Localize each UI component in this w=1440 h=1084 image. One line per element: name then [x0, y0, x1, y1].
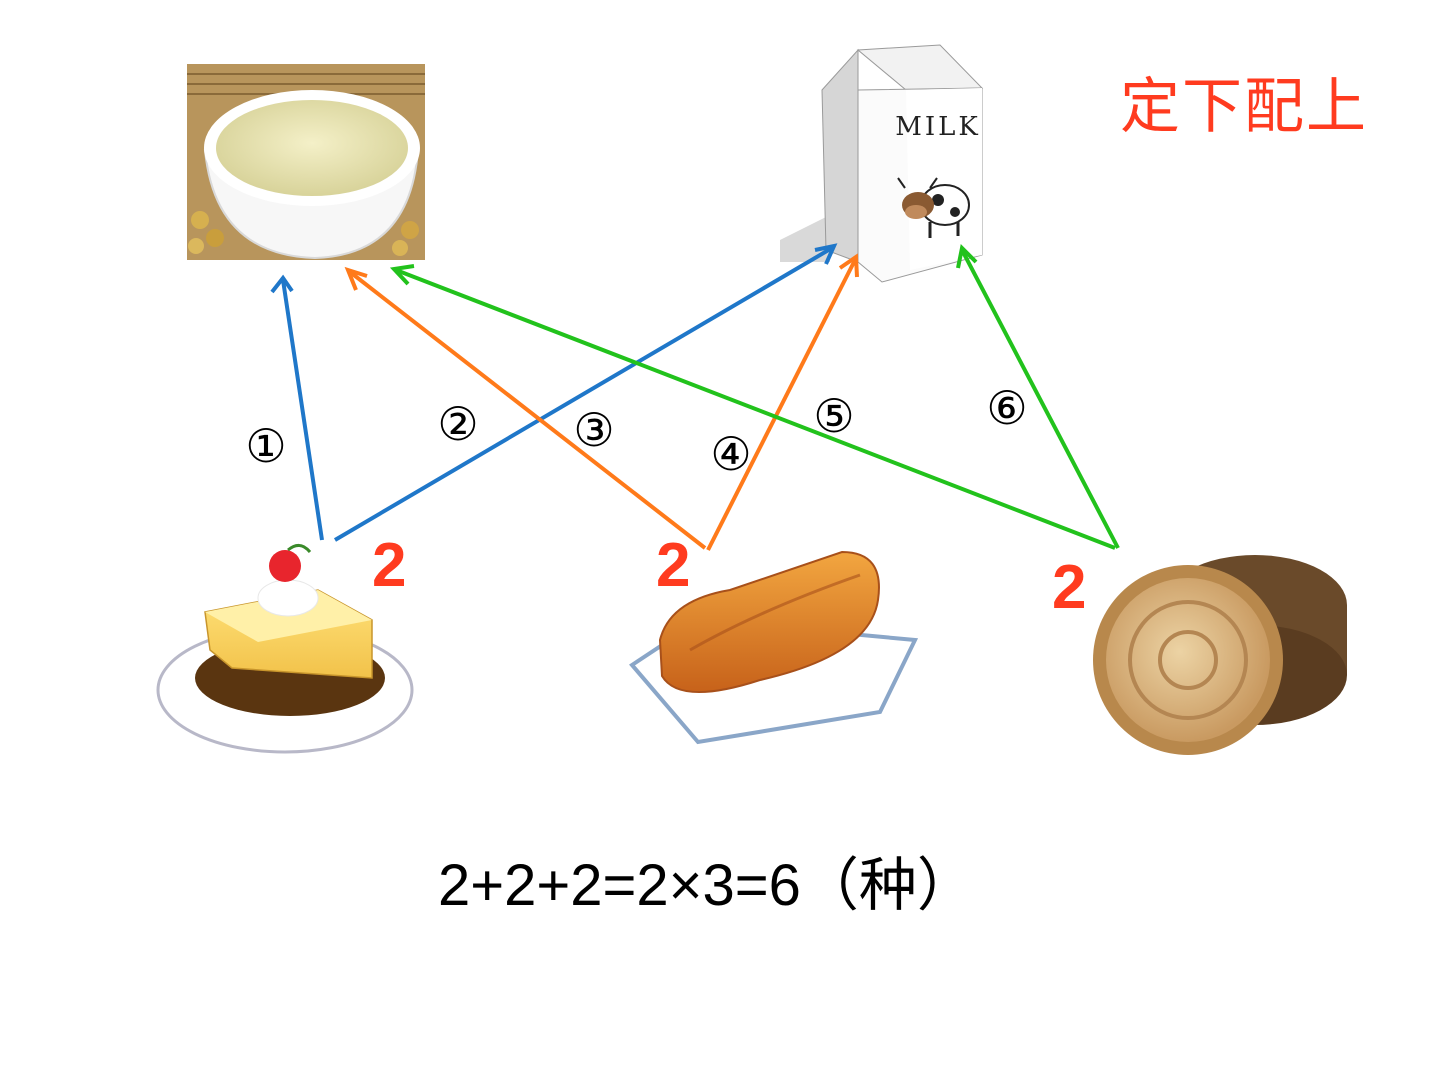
cow-icon	[897, 177, 970, 238]
count-cake: 2	[372, 531, 407, 600]
milk-carton-label: MILK	[895, 112, 981, 142]
connection-5	[389, 264, 1116, 550]
connection-6	[956, 243, 1120, 549]
connection-label-1: ①	[245, 419, 286, 473]
slide-title: 定下配上	[1120, 72, 1368, 142]
connection-label-5: ⑤	[813, 389, 854, 443]
connection-3	[333, 243, 838, 542]
equation: 2+2+2=2×3=6（种）	[438, 853, 975, 918]
connection-label-2: ②	[437, 397, 478, 451]
count-youtiao: 2	[656, 531, 691, 600]
biscuit-picture	[1093, 555, 1347, 755]
connection-1	[270, 274, 324, 541]
soymilk-picture	[187, 64, 425, 260]
connection-label-4: ④	[710, 427, 751, 481]
youtiao-picture	[629, 550, 919, 745]
connection-lines	[270, 243, 1120, 551]
connection-2	[344, 266, 707, 550]
connection-labels: ① ② ③ ④ ⑤ ⑥	[245, 381, 1027, 481]
connection-label-6: ⑥	[986, 381, 1027, 435]
cake-picture	[156, 544, 414, 754]
connection-label-3: ③	[573, 403, 614, 457]
connection-4	[706, 253, 859, 551]
count-biscuit: 2	[1052, 553, 1087, 622]
milk-carton-picture: MILK	[780, 44, 984, 283]
